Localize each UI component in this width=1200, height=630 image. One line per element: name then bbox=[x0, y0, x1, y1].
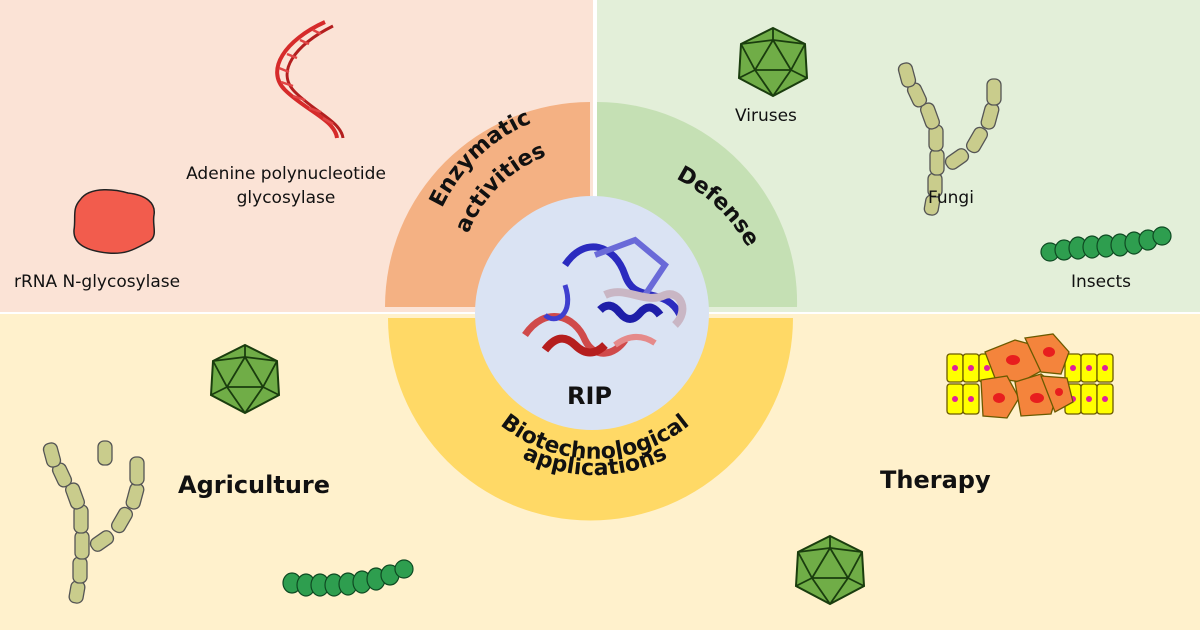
virus-icon-therapy bbox=[794, 534, 866, 606]
caterpillar-icon-agriculture bbox=[282, 559, 414, 597]
adenine-label-line2: glycosylase bbox=[236, 188, 336, 208]
fungal-hypha-icon-agriculture bbox=[42, 440, 145, 604]
agriculture-label: Agriculture bbox=[178, 471, 331, 499]
fungal-hypha-icon bbox=[897, 62, 1002, 216]
viruses-label: Viruses bbox=[735, 106, 797, 126]
fungi-label: Fungi bbox=[928, 188, 974, 208]
adenine-label-line1: Adenine polynucleotide bbox=[186, 164, 386, 184]
caterpillar-icon bbox=[1040, 226, 1172, 262]
insects-label: Insects bbox=[1071, 272, 1131, 292]
virus-icon bbox=[737, 26, 809, 98]
ribosome-blob-icon bbox=[73, 189, 156, 255]
virus-icon-agriculture bbox=[209, 343, 281, 415]
rrna-label: rRNA N-glycosylase bbox=[14, 272, 181, 292]
therapy-label: Therapy bbox=[880, 466, 991, 494]
tumor-cells-icon bbox=[946, 333, 1114, 419]
protein-ribbon-structure bbox=[522, 236, 687, 357]
rip-label: RIP bbox=[567, 382, 612, 410]
dna-strand-icon bbox=[275, 20, 345, 139]
